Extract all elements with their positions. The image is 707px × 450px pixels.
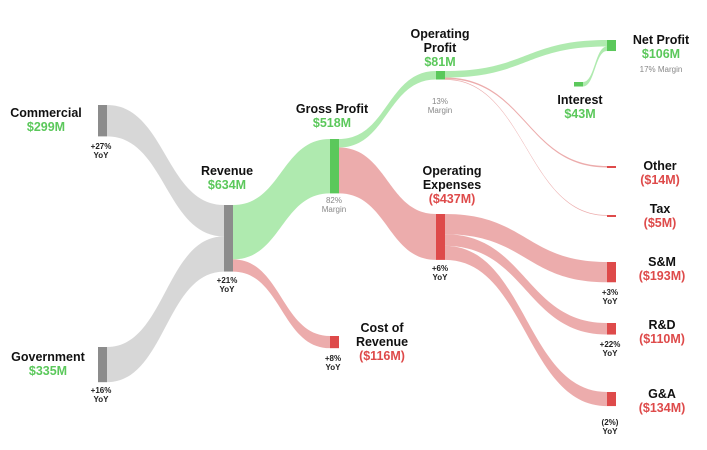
link-revenue-to-gross-profit (233, 139, 330, 260)
revenue-label: Revenue $634M (192, 164, 262, 192)
cost-of-revenue-label: Cost of Revenue ($116M) (346, 321, 418, 363)
link-government-to-revenue (107, 236, 224, 383)
node-operating-profit (436, 71, 445, 80)
revenue-value: $634M (207, 178, 247, 192)
operating-profit-label: Operating Profit $81M (400, 27, 480, 69)
ga-yoy: (2%) YoY (601, 418, 619, 437)
link-gross-profit-to-operating-expenses (339, 147, 436, 260)
node-net-profit (607, 40, 616, 52)
sm-yoy: +3% YoY (601, 288, 619, 307)
link-gross-profit-to-operating-profit (339, 71, 436, 148)
government-yoy: +16% YoY (90, 386, 112, 405)
ga-value: ($134M) (638, 401, 686, 415)
link-revenue-to-cost-of-revenue (233, 259, 330, 349)
gross-margin: 82% Margin (321, 196, 347, 215)
government-value: $335M (28, 364, 68, 378)
sm-value: ($193M) (638, 269, 686, 283)
commercial-label: Commercial $299M (4, 106, 88, 134)
revenue-yoy: +21% YoY (216, 276, 238, 295)
operating-expenses-label: Operating Expenses ($437M) (404, 164, 500, 206)
net-profit-value: $106M (641, 47, 681, 61)
node-revenue (224, 205, 233, 272)
link-interest-to-net-profit (583, 46, 607, 87)
link-operating-profit-to-other (445, 77, 607, 168)
cost-of-revenue-name: Cost of Revenue (355, 321, 409, 349)
gross-profit-name: Gross Profit (295, 102, 369, 116)
cost-of-revenue-yoy: +8% YoY (324, 354, 342, 373)
rd-label: R&D ($110M) (624, 318, 700, 346)
ga-label: G&A ($134M) (624, 387, 700, 415)
interest-label: Interest $43M (544, 93, 616, 121)
ga-name: G&A (648, 387, 676, 401)
rd-name: R&D (648, 318, 676, 332)
interest-value: $43M (564, 107, 596, 121)
node-interest (574, 82, 583, 87)
government-name: Government (11, 350, 85, 364)
commercial-value: $299M (26, 120, 66, 134)
operating-margin: 13% Margin (427, 97, 453, 116)
other-label: Other ($14M) (624, 159, 696, 187)
revenue-name: Revenue (200, 164, 254, 178)
tax-label: Tax ($5M) (624, 202, 696, 230)
node-tax (607, 215, 616, 217)
tax-value: ($5M) (643, 216, 677, 230)
node-g-a (607, 392, 616, 407)
sm-name: S&M (648, 255, 676, 269)
gross-profit-value: $518M (312, 116, 352, 130)
rd-yoy: +22% YoY (599, 340, 621, 359)
link-operating-expenses-to-s-m (445, 214, 607, 283)
link-operating-expenses-to-g-a (445, 245, 607, 407)
interest-name: Interest (557, 93, 603, 107)
node-cost-of-revenue (330, 336, 339, 349)
link-commercial-to-revenue (107, 105, 224, 237)
tax-name: Tax (649, 202, 671, 216)
operating-expenses-yoy: +6% YoY (431, 264, 449, 283)
commercial-name: Commercial (10, 106, 82, 120)
node-other (607, 166, 616, 168)
operating-expenses-name: Operating Expenses (422, 164, 482, 192)
node-government (98, 347, 107, 383)
operating-expenses-value: ($437M) (428, 192, 476, 206)
sm-label: S&M ($193M) (624, 255, 700, 283)
net-profit-label: Net Profit $106M (618, 33, 704, 61)
node-commercial (98, 105, 107, 137)
node-s-m (607, 262, 616, 283)
net-margin: 17% Margin (639, 65, 683, 74)
commercial-yoy: +27% YoY (90, 142, 112, 161)
link-operating-profit-to-net-profit (445, 40, 607, 78)
node-r-d (607, 323, 616, 335)
link-operating-expenses-to-r-d (445, 234, 607, 335)
rd-value: ($110M) (639, 332, 685, 346)
operating-profit-name: Operating Profit (410, 27, 470, 55)
other-value: ($14M) (640, 173, 680, 187)
link-operating-profit-to-tax (445, 78, 607, 216)
net-profit-name: Net Profit (632, 33, 690, 47)
government-label: Government $335M (2, 350, 94, 378)
node-gross-profit (330, 139, 339, 194)
node-operating-expenses (436, 214, 445, 260)
gross-profit-label: Gross Profit $518M (286, 102, 378, 130)
other-name: Other (643, 159, 677, 173)
operating-profit-value: $81M (424, 55, 456, 69)
cost-of-revenue-value: ($116M) (359, 349, 405, 363)
